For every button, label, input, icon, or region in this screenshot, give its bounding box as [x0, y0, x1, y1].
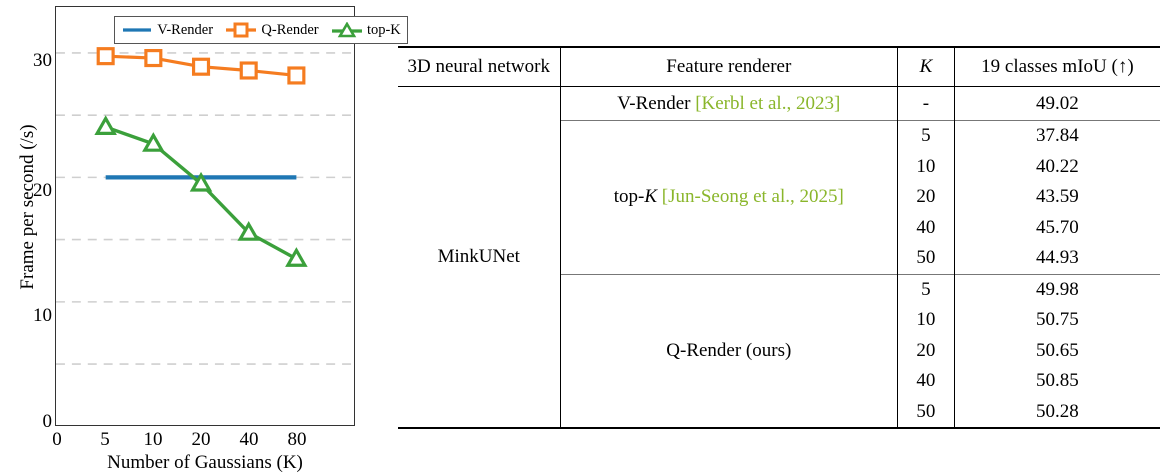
- table-row: top-K [Jun-Seong et al., 2025] 5 37.84: [398, 120, 1160, 274]
- chart-x-axis-label: Number of Gaussians (K): [107, 452, 303, 473]
- header-feature-renderer: Feature renderer: [559, 46, 898, 87]
- table-row: 50 44.93: [398, 243, 1160, 274]
- legend-item-v-render: V-Render: [121, 22, 213, 38]
- y-tick-30: 30: [33, 50, 52, 71]
- x-tick-0: 0: [52, 429, 62, 450]
- cell-miou-value: 49.02: [953, 86, 1160, 121]
- cell-k-value: 20: [897, 335, 955, 366]
- chart-y-tick-labels: 30 20 10 0: [0, 0, 52, 476]
- table-row: 40 45.70: [398, 212, 1160, 243]
- cell-k-value: 10: [897, 305, 955, 336]
- cell-renderer-q-render-ours: Q-Render (ours): [559, 273, 898, 427]
- citation-kerbl-2023: [Kerbl et al., 2023]: [695, 92, 841, 114]
- legend-item-q-render: Q-Render: [225, 21, 319, 38]
- table-row: 20 50.65: [398, 335, 1160, 366]
- cell-renderer-top-k: top-K [Jun-Seong et al., 2025]: [559, 120, 898, 274]
- cell-miou-value: 37.84: [953, 120, 1160, 152]
- citation-jun-seong-2025: [Jun-Seong et al., 2025]: [661, 186, 844, 208]
- x-tick-80: 80: [287, 429, 307, 450]
- table-row: MinkUNet V-Render [Kerbl et al., 2023] -…: [398, 86, 1160, 427]
- cell-miou-value-best: 50.85: [953, 366, 1160, 397]
- table-row: 10 40.22: [398, 151, 1160, 182]
- series-q-render-markers: [96, 47, 306, 85]
- header-k: K: [897, 46, 955, 87]
- chart-legend: V-Render Q-Render top-K: [114, 16, 408, 44]
- y-tick-20: 20: [33, 180, 52, 201]
- cell-k-value: 5: [897, 273, 955, 305]
- table-row: 20 43.59: [398, 182, 1160, 213]
- cell-k-value: 50: [897, 396, 955, 427]
- legend-item-top-k: top-K: [331, 22, 401, 38]
- table-row: 50 50.28: [398, 396, 1160, 427]
- y-tick-0: 0: [42, 411, 53, 432]
- results-table: 3D neural network Feature renderer K 19 …: [398, 46, 1160, 427]
- cell-miou-value: 50.75: [953, 305, 1160, 336]
- cell-renderer-v-render: V-Render [Kerbl et al., 2023]: [559, 86, 898, 121]
- x-tick-20: 20: [191, 429, 211, 450]
- table-bottom-rule: [398, 427, 1160, 431]
- header-miou: 19 classes mIoU (↑): [953, 46, 1160, 87]
- cell-miou-value: 45.70: [953, 212, 1160, 243]
- series-top-k-markers: [94, 115, 308, 267]
- cell-miou-value: 40.22: [953, 151, 1160, 182]
- cell-k-value: 20: [897, 182, 955, 213]
- renderer-name-top-k-prefix: top-: [613, 186, 645, 208]
- legend-label-v-render: V-Render: [157, 21, 214, 38]
- x-tick-40: 40: [239, 429, 259, 450]
- chart-plot-area: V-Render Q-Render top-K: [55, 6, 408, 426]
- table-row: 40 50.85: [398, 366, 1160, 397]
- table-header-row: 3D neural network Feature renderer K 19 …: [398, 46, 1160, 87]
- cell-miou-value: 50.28: [953, 396, 1160, 427]
- results-table-panel: 3D neural network Feature renderer K 19 …: [398, 46, 1160, 456]
- table-row: 10 50.75: [398, 305, 1160, 336]
- cell-k-value: -: [897, 86, 955, 121]
- legend-triangle-marker-icon-top-k: [331, 22, 363, 38]
- cell-miou-value: 49.98: [953, 273, 1160, 305]
- fps-chart-panel: Frame per second (/s) 30 20 10 0: [0, 0, 408, 476]
- cell-k-value: 40: [897, 366, 955, 397]
- cell-k-value: 40: [897, 212, 955, 243]
- renderer-name-v-render: V-Render: [617, 92, 691, 114]
- cell-miou-value: 44.93: [953, 243, 1160, 274]
- x-tick-10: 10: [143, 429, 163, 450]
- header-3d-neural-network: 3D neural network: [398, 46, 561, 87]
- cell-miou-value: 50.65: [953, 335, 1160, 366]
- cell-k-value: 5: [897, 120, 955, 152]
- x-tick-5: 5: [100, 429, 110, 450]
- cell-k-value: 10: [897, 151, 955, 182]
- renderer-name-top-k-italic: K: [644, 186, 658, 208]
- legend-label-top-k: top-K: [366, 21, 401, 38]
- cell-k-value: 50: [897, 243, 955, 274]
- cell-network-minkunet: MinkUNet: [398, 86, 561, 427]
- y-tick-10: 10: [33, 305, 52, 326]
- cell-miou-value: 43.59: [953, 182, 1160, 213]
- table-row: Q-Render (ours) 5 49.98: [398, 273, 1160, 427]
- legend-label-q-render: Q-Render: [261, 21, 319, 38]
- legend-square-marker-icon-q-render: [225, 22, 257, 38]
- legend-line-icon-v-render: [121, 22, 153, 38]
- chart-x-tick-labels: 0 5 10 20 40 80: [0, 430, 380, 456]
- gridlines: [56, 52, 354, 365]
- chart-svg: [56, 47, 354, 365]
